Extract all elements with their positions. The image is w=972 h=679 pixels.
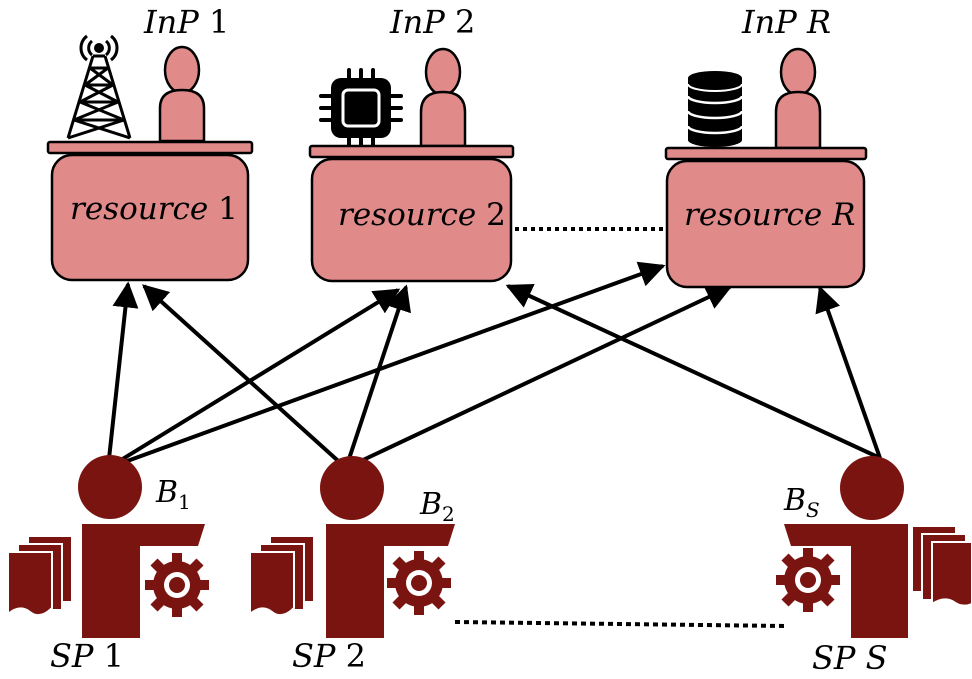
inp-2-desk-top (308, 144, 515, 159)
sp-1-body (82, 524, 205, 638)
inp-2-person-icon (419, 47, 467, 148)
sp-2-head (320, 456, 384, 520)
inp-1-desk-top (46, 140, 254, 155)
sp-1-gear-icon (145, 553, 209, 617)
resource-2-label-name: resource (338, 197, 477, 233)
resource-1-box (50, 153, 250, 282)
inp-1-person-icon (158, 45, 206, 143)
inp-2-group (308, 47, 515, 283)
inp-2-label: InP 2 (390, 6, 475, 38)
resource-1-label-index: 1 (218, 191, 238, 227)
inp-1-group (46, 34, 254, 282)
arrow-spS-resource2 (505, 284, 881, 460)
budget-b2-label: B2 (420, 487, 455, 526)
sp-2-body (326, 524, 455, 638)
sp-s-body (784, 524, 908, 638)
sp-s-documents-icon (911, 525, 972, 607)
sp-2-label: SP 2 (292, 640, 366, 672)
arrow-sp1-resource1 (106, 281, 139, 469)
budget-bs-label: BS (784, 483, 820, 522)
sp-1-label: SP 1 (50, 640, 124, 672)
budget-b2-base: B (420, 487, 443, 522)
cpu-chip-icon (319, 68, 403, 148)
inp-1-label-name: InP (144, 3, 199, 41)
inp-2-label-index: 2 (454, 3, 476, 41)
sp-1-documents-icon (7, 535, 73, 617)
sp-ellipsis-dots (454, 620, 786, 628)
resource-2-box (310, 157, 513, 283)
arrow-spS-resourceR (815, 285, 882, 459)
database-icon (686, 71, 744, 147)
arrow-sp2-resource2 (344, 284, 411, 469)
resource-r-label-index: R (832, 197, 856, 233)
sp-1-label-index: 1 (103, 637, 124, 675)
budget-bs-base: B (784, 483, 807, 518)
sp-1-head (78, 455, 142, 519)
resource-1-label-name: resource (70, 191, 209, 227)
arrow-sp2-resource1 (142, 284, 348, 470)
resource-r-box (665, 159, 866, 289)
budget-b1-sub: 1 (178, 490, 191, 514)
sp-2-gear-icon (387, 551, 451, 615)
resource-2-label-index: 2 (486, 197, 506, 233)
resource-r-label: resource R (684, 200, 855, 231)
connection-arrows (106, 261, 882, 470)
budget-b1-label: B1 (156, 475, 191, 514)
budget-b2-sub: 2 (442, 502, 455, 526)
inp-2-label-name: InP (390, 3, 445, 41)
inp-r-person-icon (774, 47, 822, 150)
inp-r-label: InP R (742, 6, 831, 38)
inp-r-label-name: InP (742, 3, 797, 41)
inp-1-label-index: 1 (208, 3, 230, 41)
inp-r-desk-top (664, 146, 868, 161)
budget-b1-base: B (156, 475, 179, 510)
inp-r-group (664, 47, 868, 289)
sp-2-documents-icon (249, 535, 315, 617)
arrow-sp2-resourceR (345, 285, 733, 470)
resource-r-label-name: resource (684, 197, 823, 233)
sp-1-group (7, 455, 209, 638)
arrow-sp1-resourceR (107, 261, 666, 470)
budget-bs-sub: S (806, 498, 820, 522)
sp-s-group (776, 456, 972, 638)
sp-1-label-name: SP (50, 637, 94, 675)
resource-2-label: resource 2 (338, 200, 506, 231)
sp-2-label-name: SP (292, 637, 336, 675)
inp-1-label: InP 1 (144, 6, 229, 38)
sp-s-label: SP S (812, 642, 888, 674)
resource-1-label: resource 1 (70, 194, 238, 225)
sp-s-head (840, 456, 904, 520)
sp-s-label-index: S (865, 639, 888, 677)
sp-s-gear-icon (776, 548, 840, 612)
sp-s-label-name: SP (812, 639, 856, 677)
arrow-sp1-resource2 (106, 288, 401, 470)
sp-2-label-index: 2 (345, 637, 366, 675)
inp-r-label-index: R (806, 3, 832, 41)
sp-2-group (249, 456, 455, 638)
cell-tower-icon (66, 34, 132, 140)
